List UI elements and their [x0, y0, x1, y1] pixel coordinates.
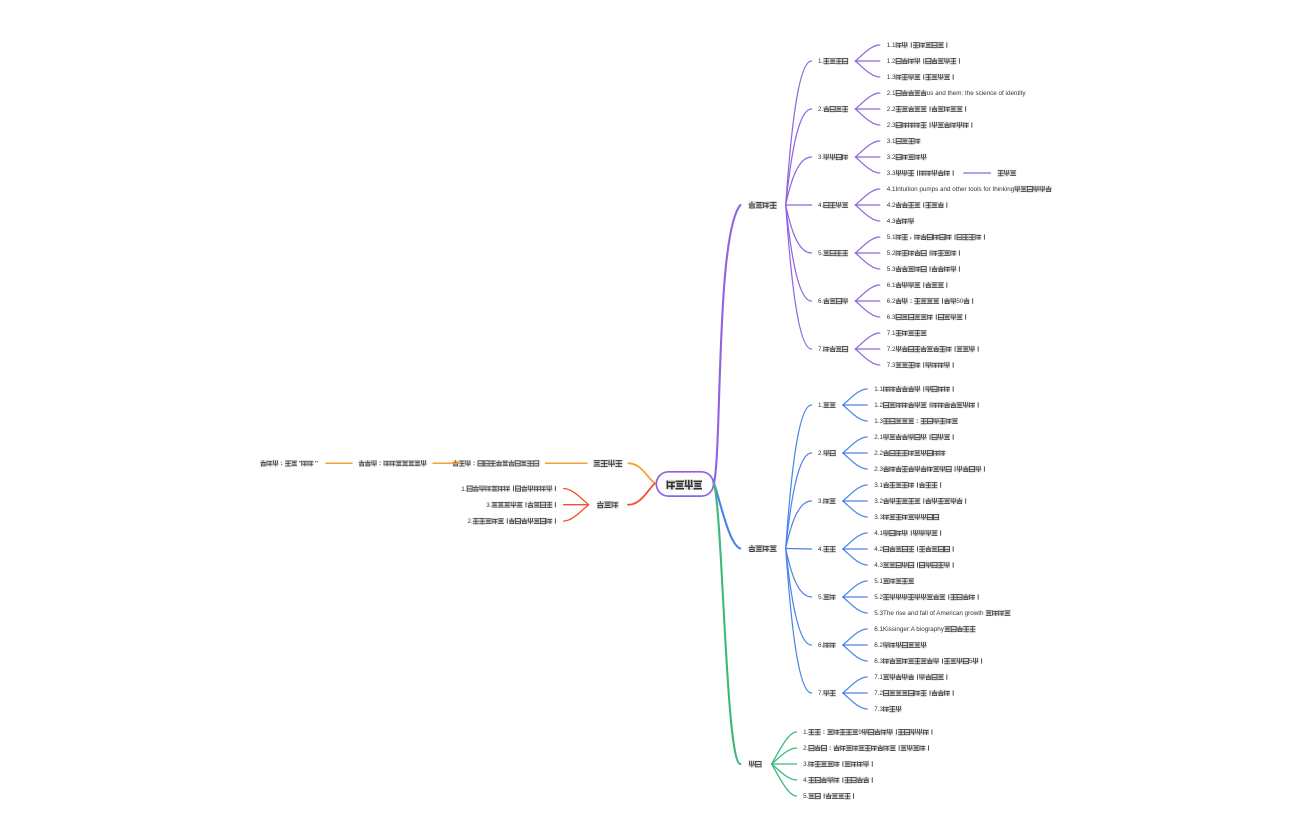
svg-text:7.2: 7.2 — [887, 346, 896, 353]
svg-text:1.: 1. — [818, 402, 824, 409]
svg-text:4.1Intuition pumps and other t: 4.1Intuition pumps and other tools for t… — [887, 186, 1015, 193]
svg-text:5.1: 5.1 — [874, 578, 883, 585]
svg-text:us and them: the science of id: us and them: the science of identity — [927, 90, 1027, 97]
svg-text:2.1: 2.1 — [887, 90, 896, 97]
svg-text:6.: 6. — [818, 642, 824, 649]
svg-text:4.: 4. — [818, 546, 824, 553]
svg-text:4.2: 4.2 — [874, 546, 883, 553]
svg-text:4.3: 4.3 — [874, 562, 883, 569]
svg-text:6.3: 6.3 — [874, 658, 883, 665]
svg-text:7.1: 7.1 — [887, 330, 896, 337]
svg-text:6.: 6. — [818, 298, 824, 305]
svg-text:4.3: 4.3 — [887, 218, 896, 225]
svg-text:6.1Kissinger:A biography: 6.1Kissinger:A biography — [874, 626, 945, 633]
svg-text:3.2: 3.2 — [874, 498, 883, 505]
svg-text:1.: 1. — [818, 58, 824, 65]
svg-text:2.: 2. — [818, 450, 824, 457]
svg-text:6.3: 6.3 — [887, 314, 896, 321]
svg-text:6.2: 6.2 — [874, 642, 883, 649]
svg-text:3.2: 3.2 — [887, 154, 896, 161]
svg-text:3.: 3. — [486, 502, 492, 509]
svg-text:5: 5 — [969, 658, 973, 665]
svg-text:7.1: 7.1 — [874, 674, 883, 681]
svg-text:2.: 2. — [803, 745, 809, 752]
svg-text:2.3: 2.3 — [887, 122, 896, 129]
svg-text:5.2: 5.2 — [874, 594, 883, 601]
svg-text:1.1: 1.1 — [887, 42, 896, 49]
svg-text:2.1: 2.1 — [874, 434, 883, 441]
svg-text:3.3: 3.3 — [887, 170, 896, 177]
svg-text:5.3The rise and fall of Americ: 5.3The rise and fall of American growth — [874, 610, 984, 617]
svg-text:3.3: 3.3 — [874, 514, 883, 521]
svg-text:1.3: 1.3 — [874, 418, 883, 425]
svg-text:7.2: 7.2 — [874, 690, 883, 697]
svg-text:1.: 1. — [461, 486, 467, 493]
svg-text:3.: 3. — [818, 154, 824, 161]
svg-text:5.1: 5.1 — [887, 234, 896, 241]
svg-text:6.1: 6.1 — [887, 282, 896, 289]
svg-text:1.3: 1.3 — [887, 74, 896, 81]
svg-text:5.: 5. — [803, 793, 809, 800]
svg-text:1.2: 1.2 — [874, 402, 883, 409]
svg-text:4.: 4. — [803, 777, 809, 784]
svg-text:3.: 3. — [803, 761, 809, 768]
svg-text:2.: 2. — [818, 106, 824, 113]
svg-text:3.: 3. — [818, 498, 824, 505]
svg-text:2.2: 2.2 — [887, 106, 896, 113]
svg-text:5.: 5. — [818, 250, 824, 257]
svg-text:7.3: 7.3 — [887, 362, 896, 369]
svg-text:6.2: 6.2 — [887, 298, 896, 305]
svg-text:5.2: 5.2 — [887, 250, 896, 257]
svg-text:5.3: 5.3 — [887, 266, 896, 273]
svg-text:4.2: 4.2 — [887, 202, 896, 209]
svg-text:1.1: 1.1 — [874, 386, 883, 393]
svg-text:3.1: 3.1 — [887, 138, 896, 145]
svg-text:4.: 4. — [818, 202, 824, 209]
svg-text:2.: 2. — [468, 518, 474, 525]
svg-text:2.2: 2.2 — [874, 450, 883, 457]
svg-text:4.1: 4.1 — [874, 530, 883, 537]
svg-text:7.: 7. — [818, 346, 824, 353]
svg-text:9: 9 — [858, 729, 862, 736]
svg-text:50: 50 — [956, 298, 964, 305]
svg-text:5.: 5. — [818, 594, 824, 601]
svg-text:7.: 7. — [818, 690, 824, 697]
svg-text:1.: 1. — [803, 729, 809, 736]
svg-text:2.3: 2.3 — [874, 466, 883, 473]
svg-text:3.1: 3.1 — [874, 482, 883, 489]
svg-text:7.3: 7.3 — [874, 706, 883, 713]
svg-text:1.2: 1.2 — [887, 58, 896, 65]
